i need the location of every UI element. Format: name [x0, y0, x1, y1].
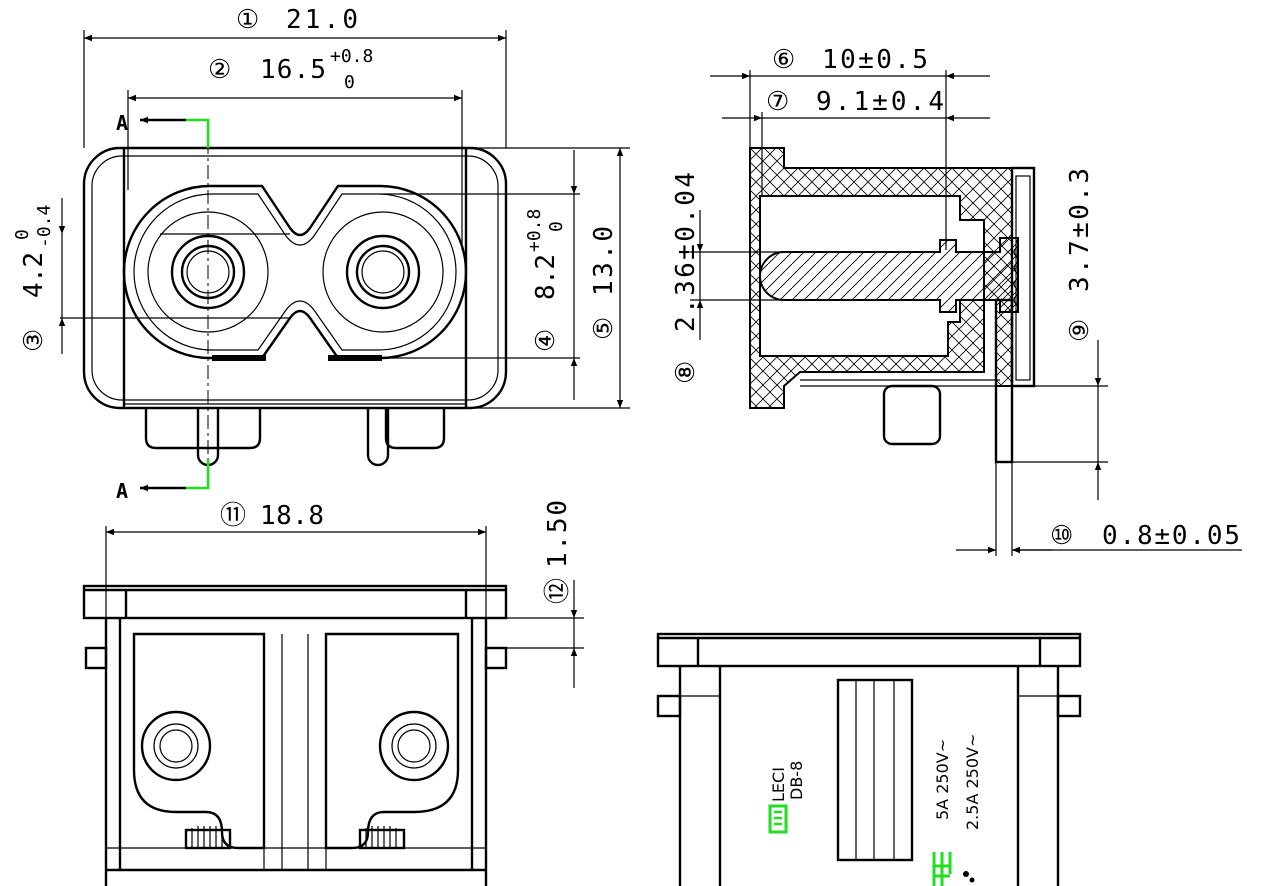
dim-5-text: 13.0 [589, 226, 619, 296]
bottom-left-pocket [132, 632, 266, 850]
dim-11-text: 18.8 [260, 501, 324, 531]
rating1-marking: 5A 250V~ [933, 739, 952, 820]
dim-2-num: ② [208, 55, 231, 85]
solder-tab [994, 298, 1014, 464]
rating2-marking: 2.5A 250V~ [963, 734, 982, 830]
dim-1-num: ① [236, 5, 259, 35]
dim-3-text: 4.2 [19, 252, 49, 298]
dim-8-num: ⑧ [671, 361, 701, 384]
dim-7-num: ⑦ [766, 87, 789, 117]
dim-9-num: ⑨ [1065, 319, 1095, 342]
dim-10-text: 0.8±0.05 [1102, 521, 1240, 551]
rear-flange [656, 632, 1082, 668]
front-inner-body [91, 155, 499, 401]
dim-1-text: 21.0 [286, 5, 358, 35]
dim-2-text: 16.5 [260, 55, 326, 85]
dim-3-tol-lower: -0.4 [34, 205, 55, 248]
dim-4-num: ④ [531, 329, 561, 352]
cert-mark-ce-icon [768, 804, 788, 834]
bottom-left-teeth [184, 826, 232, 850]
dim-7-text: 9.1±0.4 [816, 87, 944, 117]
dim-3-tol-upper: 0 [12, 229, 33, 240]
dim-4-tol-upper: +0.8 [524, 209, 545, 252]
rear-view: LECI DB-8 5A 250V~ 2.5A 250V~ [656, 632, 1082, 886]
section-line-top [186, 118, 210, 148]
pin-section [759, 237, 1019, 313]
dim-5-num: ⑤ [589, 317, 619, 340]
dim-8-text: 2.36±0.04 [671, 172, 701, 332]
section-line-bottom [186, 460, 210, 490]
side-post [882, 384, 942, 446]
front-left-pin [144, 408, 262, 450]
bottom-flange [82, 584, 508, 620]
dim-12-text: 1.50 [543, 500, 573, 568]
dim-11-num: ⑪ [220, 501, 246, 531]
dim-6-num: ⑥ [772, 45, 795, 75]
bottom-dimensions: ⑪ 18.8 1.50 ⑫ [105, 500, 584, 688]
front-right-pin [384, 408, 446, 450]
side-section-view [749, 147, 1036, 464]
brand-marking: LECI [769, 767, 788, 802]
dim-2-tol-lower: 0 [344, 72, 355, 93]
front-view: A A [60, 111, 508, 503]
dim-10-num: ⑩ [1050, 521, 1073, 551]
dim-4-text: 8.2 [531, 254, 561, 300]
model-marking: DB-8 [787, 761, 806, 800]
rear-center-rib [836, 678, 914, 862]
dim-6-text: 10±0.5 [822, 45, 928, 75]
bottom-view [82, 584, 508, 886]
front-dimensions: ① 21.0 ② 16.5 +0.8 0 4.2 0 -0.4 ③ 8.2 +0… [12, 5, 630, 409]
dim-2-tol-upper: +0.8 [330, 46, 373, 67]
section-label-bottom: A [116, 479, 128, 503]
dim-4-tol-lower: 0 [546, 221, 567, 232]
figure-eight-recess [122, 184, 468, 360]
side-dimensions: ⑥ 10±0.5 ⑦ 9.1±0.4 2.36±0.04 ⑧ 3.7±0.3 ⑨… [671, 45, 1242, 556]
front-outer-body [82, 146, 508, 410]
cert-mark-ul-icon [932, 852, 975, 886]
dim-9-text: 3.7±0.3 [1065, 168, 1095, 292]
section-label-top: A [116, 111, 128, 135]
dim-3-num: ③ [19, 329, 49, 352]
dim-12-num: ⑫ [543, 578, 573, 604]
bottom-right-teeth [358, 826, 406, 850]
right-contact-outer [345, 234, 421, 310]
